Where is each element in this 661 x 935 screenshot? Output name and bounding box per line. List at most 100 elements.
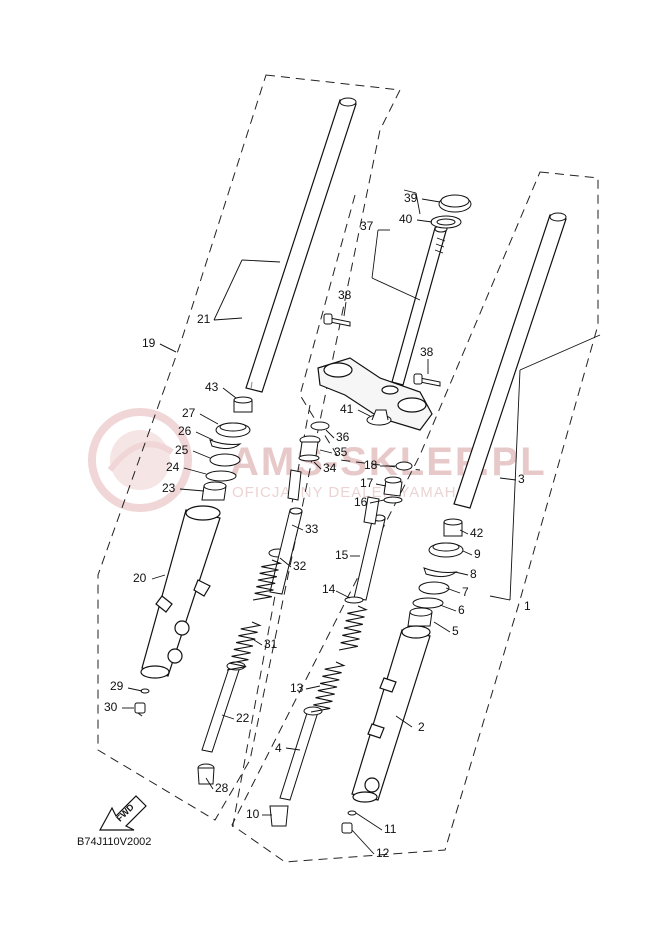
leader-line-33 [291, 524, 304, 531]
leader-line-41 [357, 409, 371, 417]
leader-line-14 [335, 590, 351, 599]
part-label-2: 2 [418, 720, 425, 734]
bracket-line-6 [519, 334, 601, 371]
part-label-41: 41 [340, 402, 354, 416]
part-label-6: 6 [458, 603, 465, 617]
leader-line-9 [462, 550, 473, 556]
right-damper [269, 496, 386, 827]
part-label-11: 11 [384, 822, 397, 836]
leader-line-34 [313, 461, 322, 470]
centre-parts [269, 421, 330, 595]
part-label-16: 16 [354, 495, 368, 509]
part-label-30: 30 [104, 700, 118, 714]
bearing-parts [366, 194, 472, 426]
leader-line-31 [253, 639, 263, 646]
leader-line-22 [221, 714, 235, 720]
leader-line-11 [355, 812, 383, 831]
leader-line-2 [395, 715, 413, 728]
part-label-14: 14 [322, 582, 336, 596]
part-label-37: 37 [360, 219, 374, 233]
bracket-line-3 [371, 229, 379, 279]
left-seal-stack [201, 396, 253, 501]
part-label-32: 32 [293, 559, 307, 573]
steering-stem [391, 225, 448, 386]
part-label-24: 24 [166, 460, 180, 474]
bracket-line-8 [415, 192, 421, 215]
part-label-40: 40 [399, 212, 413, 226]
inner-left-outline [231, 404, 311, 831]
left-drain-bolt [134, 688, 150, 717]
part-label-18: 18 [364, 458, 378, 472]
leader-line-25 [192, 450, 211, 459]
spring-right-upper [338, 605, 368, 651]
leader-line-17 [375, 483, 387, 487]
part-label-17: 17 [360, 476, 374, 490]
leader-line-26 [195, 431, 214, 441]
right-seal-stack [407, 518, 464, 627]
fwd-arrow-icon: FWD [98, 795, 147, 831]
part-label-38b: 38 [420, 345, 434, 359]
part-label-26: 26 [178, 424, 192, 438]
bracket-line-0 [213, 259, 243, 321]
left-outer-tube [140, 505, 221, 679]
part-label-34: 34 [323, 461, 337, 475]
part-label-31: 31 [264, 637, 278, 651]
bracket-line-5 [509, 369, 521, 601]
part-label-9: 9 [474, 547, 481, 561]
part-label-39: 39 [404, 191, 418, 205]
leader-line-23 [179, 488, 205, 492]
leader-line-7 [445, 587, 461, 594]
leader-line-1 [489, 595, 511, 601]
leader-lines [122, 189, 601, 855]
part-label-43: 43 [205, 380, 219, 394]
leader-line-6 [439, 604, 457, 612]
leader-line-13 [305, 685, 321, 690]
part-label-13: 13 [290, 681, 304, 695]
part-label-25: 25 [175, 443, 189, 457]
part-label-1: 1 [524, 599, 531, 613]
part-label-33: 33 [305, 522, 319, 536]
leader-line-36 [325, 429, 335, 439]
spring-right-lower [310, 661, 346, 713]
leader-line-43 [222, 387, 237, 399]
left-fork-outline [97, 74, 401, 821]
leader-line-29 [127, 687, 143, 692]
part-label-4: 4 [275, 741, 282, 755]
watermark: AMS-SKLEP.PL OFICJALNY DEALER YAMAHA [88, 408, 545, 512]
leader-line-3 [499, 477, 517, 481]
part-label-36: 36 [336, 430, 350, 444]
leader-line-42 [459, 529, 469, 535]
spring-left-lower [226, 621, 262, 671]
spring-left-upper [252, 559, 283, 601]
watermark-subtext: OFICJALNY DEALER YAMAHA [232, 484, 468, 501]
right-outer-tube [351, 625, 431, 803]
part-label-15: 15 [335, 548, 349, 562]
part-label-10: 10 [246, 807, 260, 821]
leader-line-28 [205, 777, 214, 790]
part-label-3: 3 [518, 472, 525, 486]
part-label-12: 12 [376, 846, 390, 860]
part-label-8: 8 [470, 567, 477, 581]
part-label-20: 20 [133, 571, 147, 585]
right-fork-outline [231, 171, 599, 863]
leader-line-21 [213, 317, 243, 321]
leader-line-5 [433, 621, 451, 633]
right-drain-bolt [341, 810, 357, 834]
left-inner-tube [245, 97, 357, 393]
leader-line-20 [151, 574, 166, 580]
part-labels: 1234567891011121314151617181920212223242… [104, 191, 531, 860]
leader-line-40 [416, 219, 433, 223]
part-label-35: 35 [334, 445, 348, 459]
leader-line-12 [351, 829, 375, 855]
bracket-line-2 [159, 343, 177, 353]
diagram-code: B74J110V2002 [77, 836, 151, 848]
part-label-42: 42 [470, 526, 484, 540]
leader-line-38a [343, 301, 347, 317]
part-label-29: 29 [110, 679, 124, 693]
leader-line-24 [183, 467, 207, 475]
part-label-38a: 38 [338, 288, 352, 302]
part-label-22: 22 [236, 711, 250, 725]
part-label-21: 21 [197, 312, 211, 326]
bracket-bolts [323, 313, 441, 387]
